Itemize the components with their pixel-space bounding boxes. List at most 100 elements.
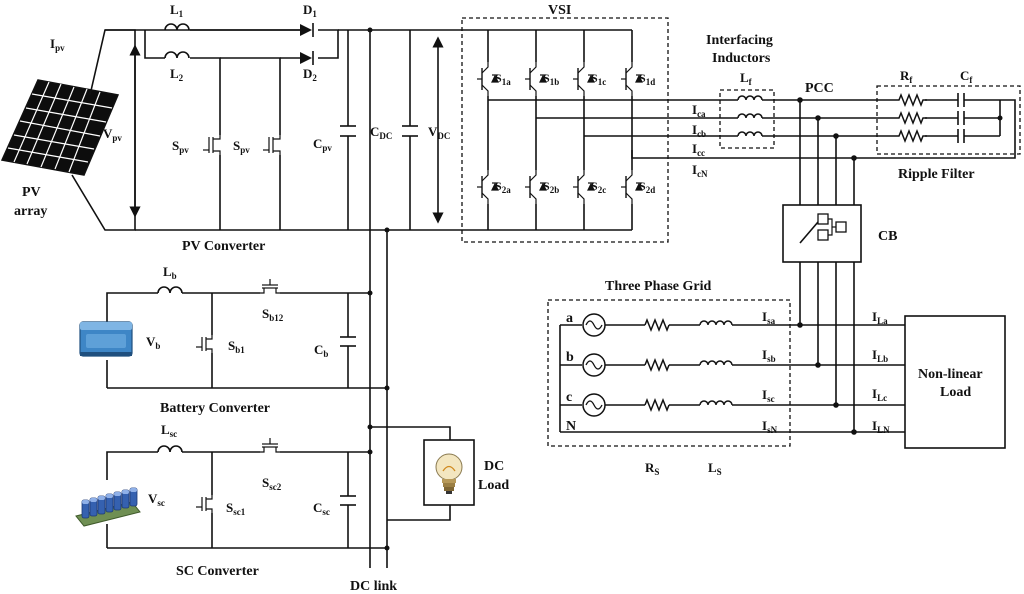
svg-text:Spv: Spv xyxy=(233,138,250,155)
ilc-label: I xyxy=(872,386,877,401)
igbt-switch-icon xyxy=(573,62,595,96)
svg-text:Icc: Icc xyxy=(692,141,705,158)
l1-label: L xyxy=(170,2,179,17)
svg-text:Lb: Lb xyxy=(163,264,177,281)
nonlinear-label-line1: Non-linear xyxy=(918,367,983,382)
pv-converter-title: PV Converter xyxy=(182,239,265,254)
svg-text:CDC: CDC xyxy=(370,124,392,141)
phase-a-label: a xyxy=(566,311,573,326)
ica-label: I xyxy=(692,102,697,117)
svg-text:S2c: S2c xyxy=(591,179,606,195)
svg-text:Rf: Rf xyxy=(900,68,913,85)
battery-icon xyxy=(79,321,133,357)
resistor-icon xyxy=(895,110,927,126)
cf-label: C xyxy=(960,68,969,83)
inductor-icon xyxy=(699,320,733,326)
dc-load-label-line1: DC xyxy=(484,459,504,474)
phase-c-label: c xyxy=(566,390,572,405)
svg-text:ILa: ILa xyxy=(872,309,888,326)
circuit-breaker: CB xyxy=(782,204,897,435)
ssc1-label: S xyxy=(226,500,233,515)
isa-label: I xyxy=(762,309,767,324)
resistor-icon xyxy=(644,357,670,373)
svg-text:Sb1: Sb1 xyxy=(228,338,245,355)
pcc-label: PCC xyxy=(805,81,834,96)
svg-text:Spv: Spv xyxy=(172,138,189,155)
isc-label: I xyxy=(762,387,767,402)
l2-label: L xyxy=(170,66,179,81)
s2b-label: S xyxy=(543,179,550,193)
icc-label: I xyxy=(692,141,697,156)
svg-text:Ssc1: Ssc1 xyxy=(226,500,246,517)
vsc-label: V xyxy=(148,491,158,506)
svg-text:Ipv: Ipv xyxy=(50,36,65,53)
three-phase-grid: Three Phase Grid a b c N Isa Isb Isc IsN… xyxy=(547,279,905,477)
svg-text:Lf: Lf xyxy=(740,70,753,87)
nonlinear-load: Non-linear Load ILa ILb ILc ILN xyxy=(872,309,1006,449)
svg-text:IsN: IsN xyxy=(762,418,778,435)
resistor-icon xyxy=(644,317,670,333)
ac-source-icon xyxy=(582,353,606,377)
lf-label: L xyxy=(740,70,749,85)
s1a-label: S xyxy=(495,71,502,85)
grid-title: Three Phase Grid xyxy=(605,279,712,294)
pv-array-label-line1: PV xyxy=(22,185,41,200)
svg-text:S2a: S2a xyxy=(495,179,511,195)
battery-converter: Vb Lb Sb1 Sb12 Cb Battery Converter xyxy=(79,264,387,416)
resistor-icon xyxy=(895,128,927,144)
cb-cap-label: C xyxy=(314,342,323,357)
svg-text:Cpv: Cpv xyxy=(313,136,332,153)
svg-text:D2: D2 xyxy=(303,66,317,83)
svg-text:Icb: Icb xyxy=(692,122,706,139)
ac-source-icon xyxy=(582,393,606,417)
interfacing-label-line2: Inductors xyxy=(712,51,771,66)
lsc-label: L xyxy=(161,422,170,437)
sc-converter-title: SC Converter xyxy=(176,564,259,579)
svg-text:RS: RS xyxy=(645,460,659,477)
battery-converter-title: Battery Converter xyxy=(160,401,270,416)
pv-array: PV array xyxy=(0,79,120,219)
inductor-icon xyxy=(699,400,733,406)
icb-label: I xyxy=(692,122,697,137)
spv-a-label: S xyxy=(172,138,179,153)
svg-text:Sb12: Sb12 xyxy=(262,306,284,323)
igbt-switch-icon xyxy=(573,170,595,204)
svg-text:L1: L1 xyxy=(170,2,184,19)
circuit-breaker-icon xyxy=(799,213,847,244)
lb-label: L xyxy=(163,264,172,279)
svg-text:Ssc2: Ssc2 xyxy=(262,475,282,492)
phase-b-label: b xyxy=(566,350,574,365)
svg-text:S1d: S1d xyxy=(639,71,655,87)
s1c-label: S xyxy=(591,71,598,85)
pv-converter-labels: Ipv L1 L2 D1 D2 Vpv Spv Spv Cpv CDC VDC … xyxy=(50,2,450,254)
svg-text:LS: LS xyxy=(708,460,722,477)
isn-label: I xyxy=(762,418,767,433)
sc-converter: Vsc Lsc Ssc1 Ssc2 Csc SC Converter xyxy=(75,422,387,579)
svg-text:S1a: S1a xyxy=(495,71,511,87)
svg-text:Vsc: Vsc xyxy=(148,491,165,508)
csc-label: C xyxy=(313,500,322,515)
s1b-label: S xyxy=(543,71,550,85)
pv-converter-wiring xyxy=(71,23,460,231)
resistor-icon xyxy=(895,92,927,108)
igbt-switch-icon xyxy=(621,62,643,96)
spv-b-label: S xyxy=(233,138,240,153)
svg-text:VDC: VDC xyxy=(428,124,450,141)
iln-label: I xyxy=(872,418,877,433)
ac-output-wiring xyxy=(488,85,1021,205)
vdc-label: V xyxy=(428,124,438,139)
cdc-label: C xyxy=(370,124,379,139)
ls-label: L xyxy=(708,460,717,475)
d2-label: D xyxy=(303,66,312,81)
ipv-label: I xyxy=(50,36,55,51)
s2a-label: S xyxy=(495,179,502,193)
light-bulb-icon xyxy=(435,453,463,494)
svg-text:Lsc: Lsc xyxy=(161,422,177,439)
cb-label: CB xyxy=(878,229,897,244)
ac-output-labels: Interfacing Inductors Lf PCC Rf Cf Ica I… xyxy=(692,33,975,182)
inductor-icon xyxy=(699,360,733,366)
svg-text:Ica: Ica xyxy=(692,102,706,119)
dc-link-label: DC link xyxy=(350,579,397,594)
igbt-switch-icon xyxy=(477,62,499,96)
rf-label: R xyxy=(900,68,910,83)
